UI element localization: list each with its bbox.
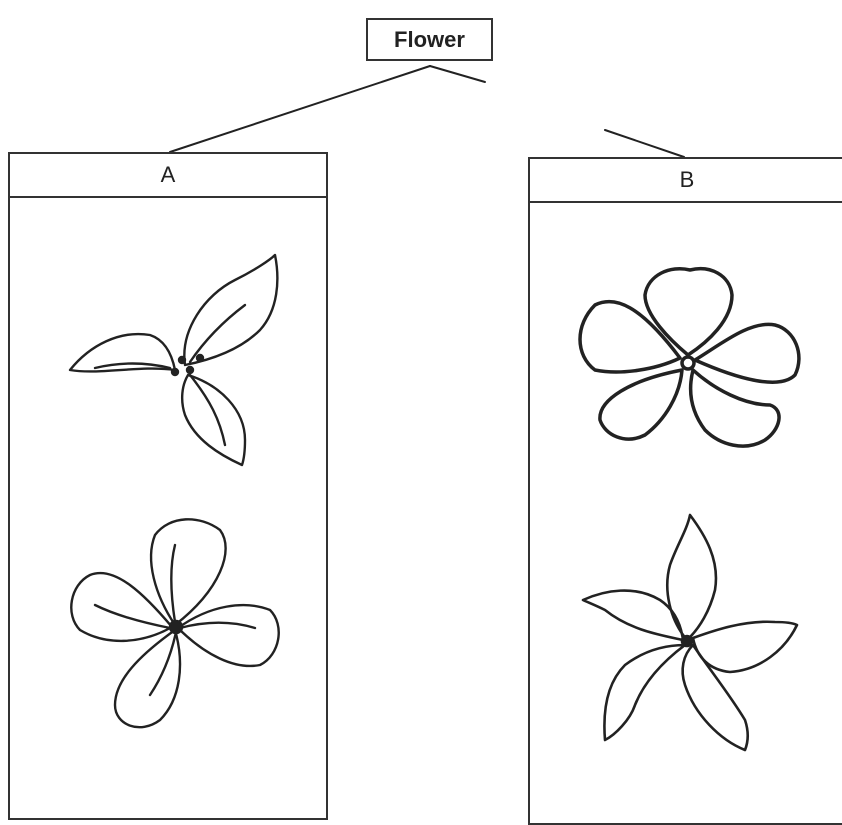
three-petal-flower bbox=[68, 253, 279, 467]
group-a-label: A bbox=[160, 162, 176, 187]
group-b-header: B bbox=[530, 159, 842, 203]
root-node-label: Flower bbox=[394, 26, 465, 52]
five-petal-rounded-flower bbox=[578, 267, 801, 448]
edge-flower-to-a bbox=[169, 65, 431, 153]
five-petal-pointed-flower bbox=[581, 513, 799, 752]
root-node-flower: Flower bbox=[366, 18, 493, 61]
group-a-header: A bbox=[10, 154, 326, 198]
four-petal-flower bbox=[70, 518, 280, 729]
edge-flower-to-b-lower bbox=[604, 129, 685, 158]
group-b-panel: B bbox=[528, 157, 842, 825]
edge-flower-to-b-upper bbox=[429, 65, 486, 83]
group-b-label: B bbox=[679, 167, 695, 192]
